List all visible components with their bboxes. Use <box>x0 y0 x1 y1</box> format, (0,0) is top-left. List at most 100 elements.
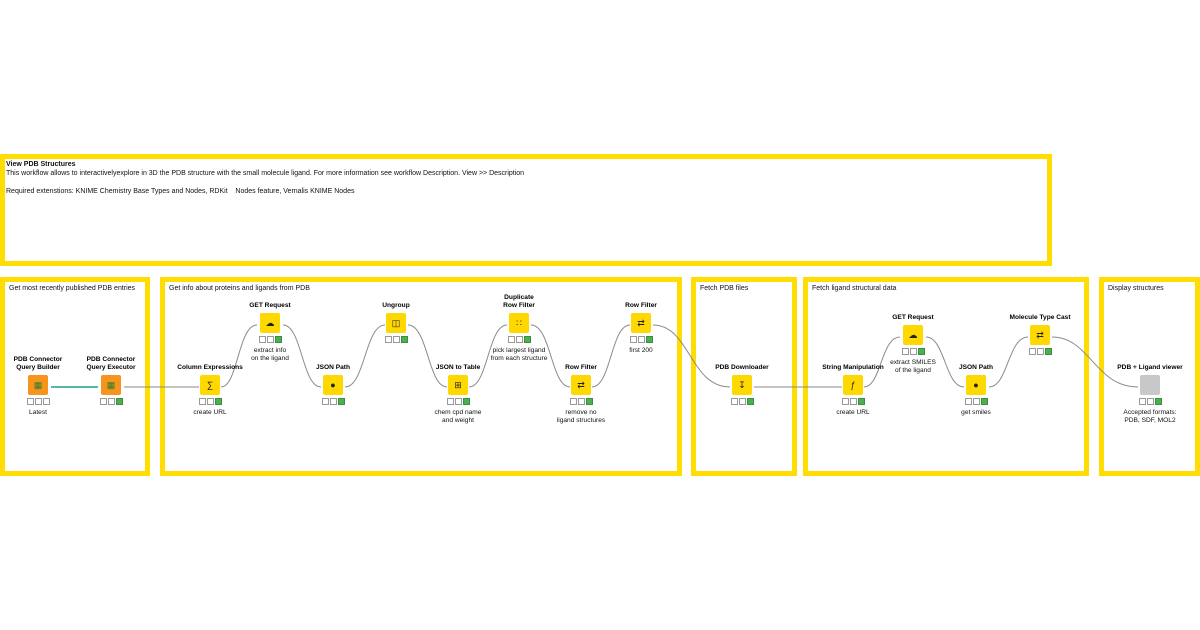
node-pdb-ligand-viewer[interactable]: PDB + Ligand viewer Accepted formats: PD… <box>1095 356 1200 425</box>
node-label: Ungroup <box>382 302 410 309</box>
node-status <box>985 348 1095 355</box>
node-row-filter-1[interactable]: Row Filter ⇄ remove no ligand structures <box>526 356 636 425</box>
node-label: Duplicate Row Filter <box>503 294 535 309</box>
puzzle-icon: ▦ <box>28 375 48 395</box>
node-comment: pick largest ligand from each structure <box>490 347 548 362</box>
node-comment: Accepted formats: PDB, SDF, MOL2 <box>1123 409 1177 424</box>
node-status <box>526 398 636 405</box>
node-label: Column Expressions <box>177 364 243 371</box>
node-get-request-2[interactable]: GET Request ☁ extract SMILES of the liga… <box>858 306 968 375</box>
puzzle-icon: ▦ <box>101 375 121 395</box>
node-comment: extract SMILES of the ligand <box>890 359 936 374</box>
node-json-path-2[interactable]: JSON Path ● get smiles <box>921 356 1031 417</box>
viewer-icon <box>1140 375 1160 395</box>
node-status <box>798 398 908 405</box>
node-status <box>464 336 574 343</box>
connection <box>530 324 571 388</box>
node-pdb-query-builder[interactable]: PDB Connector Query Builder ▦ Latest <box>0 356 93 417</box>
expression-icon: ∑ <box>200 375 220 395</box>
annotation-title: Fetch ligand structural data <box>812 285 897 292</box>
node-label: JSON Path <box>315 364 351 371</box>
connection <box>407 324 448 388</box>
node-json-path[interactable]: JSON Path ● <box>278 356 388 409</box>
node-status <box>858 348 968 355</box>
node-comment: create URL <box>836 409 870 416</box>
connection <box>591 324 631 388</box>
node-status <box>341 336 451 343</box>
node-status <box>403 398 513 405</box>
connection <box>863 336 901 388</box>
node-label: String Manipulation <box>822 364 884 371</box>
node-comment: get smiles <box>961 409 991 416</box>
connection <box>282 324 322 388</box>
annotation-get-pdb-entries: Get most recently published PDB entries <box>0 277 150 476</box>
filter-icon: ⇄ <box>631 313 651 333</box>
magnifier-icon: ● <box>966 375 986 395</box>
node-string-manipulation[interactable]: String Manipulation ƒ create URL <box>798 356 908 417</box>
node-label: Row Filter <box>565 364 597 371</box>
duplicate-icon: ∷ <box>509 313 529 333</box>
connection <box>344 324 386 388</box>
node-json-to-table[interactable]: JSON to Table ⊞ chem cpd name and weight <box>403 356 513 425</box>
filter-icon: ⇄ <box>571 375 591 395</box>
annotation-title: Get info about proteins and ligands from… <box>169 285 310 292</box>
node-comment: chem cpd name and weight <box>434 409 482 424</box>
node-pdb-downloader[interactable]: PDB Downloader ↧ <box>687 356 797 409</box>
node-status <box>586 336 696 343</box>
node-comment: Latest <box>29 409 47 416</box>
node-label: GET Request <box>249 302 291 309</box>
node-label: GET Request <box>892 314 934 321</box>
download-icon: ↧ <box>732 375 752 395</box>
node-status <box>0 398 93 405</box>
description-annotation <box>0 154 1052 266</box>
node-label: PDB Downloader <box>715 364 769 371</box>
node-get-request[interactable]: GET Request ☁ extract info on the ligand <box>215 294 325 363</box>
node-status <box>155 398 265 405</box>
annotation-title: Get most recently published PDB entries <box>9 285 136 292</box>
node-label: JSON to Table <box>435 364 481 371</box>
node-comment: remove no ligand structures <box>556 409 606 424</box>
node-duplicate-row-filter[interactable]: Duplicate Row Filter ∷ pick largest liga… <box>464 294 574 363</box>
connection <box>220 324 258 388</box>
node-column-expressions[interactable]: Column Expressions ∑ create URL <box>155 356 265 417</box>
annotation-title: Fetch PDB files <box>700 285 749 292</box>
node-status <box>1095 398 1200 405</box>
node-status <box>56 398 166 405</box>
node-status <box>687 398 797 405</box>
node-label: Molecule Type Cast <box>1009 314 1071 321</box>
cloud-icon: ☁ <box>260 313 280 333</box>
node-molecule-type-cast[interactable]: Molecule Type Cast ⇄ <box>985 306 1095 359</box>
connection <box>652 324 731 388</box>
description-title: View PDB Structures <box>6 161 76 168</box>
node-status <box>921 398 1031 405</box>
node-label: JSON Path <box>958 364 994 371</box>
node-ungroup[interactable]: Ungroup ◫ <box>341 294 451 347</box>
node-label: Row Filter <box>625 302 657 309</box>
node-status <box>278 398 388 405</box>
connection <box>468 324 508 388</box>
connection <box>925 336 965 388</box>
node-comment: extract info on the ligand <box>251 347 289 362</box>
workflow-description: View PDB Structures This workflow allows… <box>6 160 1046 196</box>
node-label: PDB + Ligand viewer <box>1117 364 1183 371</box>
connection <box>988 336 1029 388</box>
cast-icon: ⇄ <box>1030 325 1050 345</box>
node-comment: create URL <box>193 409 227 416</box>
annotation-title: Display structures <box>1108 285 1164 292</box>
node-pdb-query-executor[interactable]: PDB Connector Query Executor ▦ <box>56 356 166 409</box>
annotation-protein-ligand-info: Get info about proteins and ligands from… <box>160 277 682 476</box>
string-icon: ƒ <box>843 375 863 395</box>
node-status <box>215 336 325 343</box>
node-label: PDB Connector Query Builder <box>13 356 63 371</box>
cloud-icon: ☁ <box>903 325 923 345</box>
magnifier-icon: ● <box>323 375 343 395</box>
node-comment: first 200 <box>629 347 653 354</box>
node-label: PDB Connector Query Executor <box>86 356 136 371</box>
description-line-1: This workflow allows to interactivelyexp… <box>6 170 525 177</box>
ungroup-icon: ◫ <box>386 313 406 333</box>
connection <box>1051 336 1139 388</box>
node-row-filter-2[interactable]: Row Filter ⇄ first 200 <box>586 294 696 355</box>
annotation-display-structures: Display structures <box>1099 277 1200 476</box>
description-line-2: Required extenstions: KNIME Chemistry Ba… <box>6 188 355 195</box>
